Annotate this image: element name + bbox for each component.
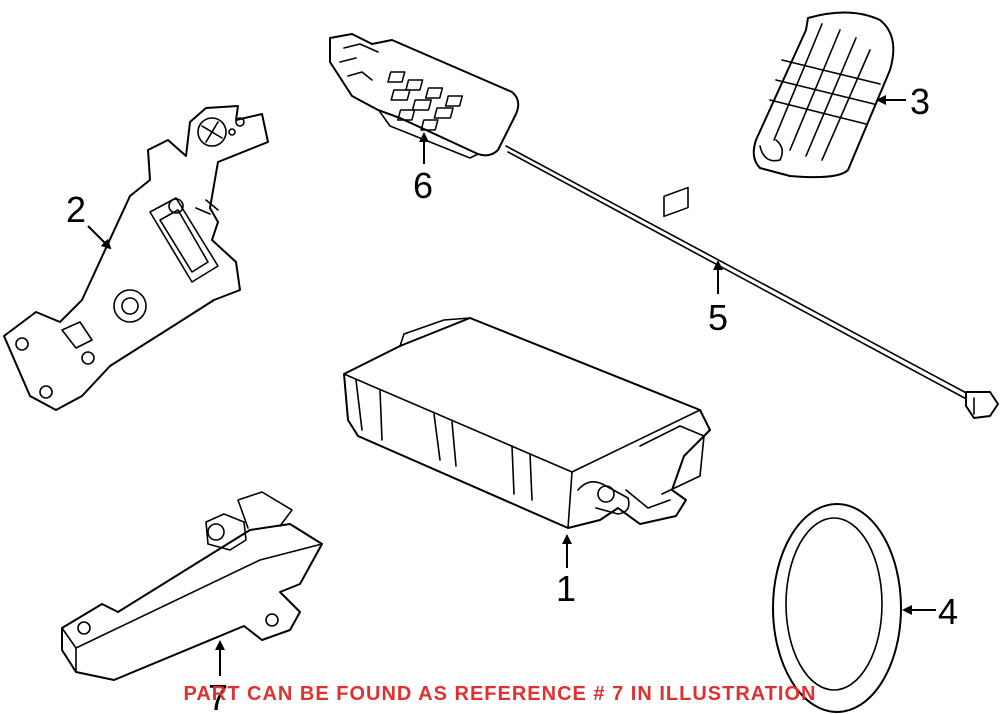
callout-2: 2 bbox=[66, 189, 86, 230]
part-3-cover bbox=[752, 11, 895, 179]
callout-7: 7 bbox=[208, 677, 228, 714]
callout-4: 4 bbox=[938, 591, 958, 632]
callout-numbers: 1 2 3 4 5 6 7 bbox=[66, 81, 958, 714]
part-6-sensor-module bbox=[329, 33, 520, 159]
part-2-bracket bbox=[3, 105, 269, 411]
leader-lines bbox=[87, 95, 936, 676]
part-4-grommet bbox=[772, 503, 902, 713]
callout-1: 1 bbox=[556, 568, 576, 609]
callout-6: 6 bbox=[413, 165, 433, 206]
reference-note: PART CAN BE FOUND AS REFERENCE # 7 IN IL… bbox=[183, 683, 817, 705]
part-5-harness bbox=[505, 145, 999, 419]
callout-5: 5 bbox=[708, 297, 728, 338]
leader-2 bbox=[87, 225, 112, 250]
callout-3: 3 bbox=[910, 81, 930, 122]
part-1-control-module bbox=[343, 186, 711, 529]
part-7-antenna bbox=[61, 491, 323, 681]
